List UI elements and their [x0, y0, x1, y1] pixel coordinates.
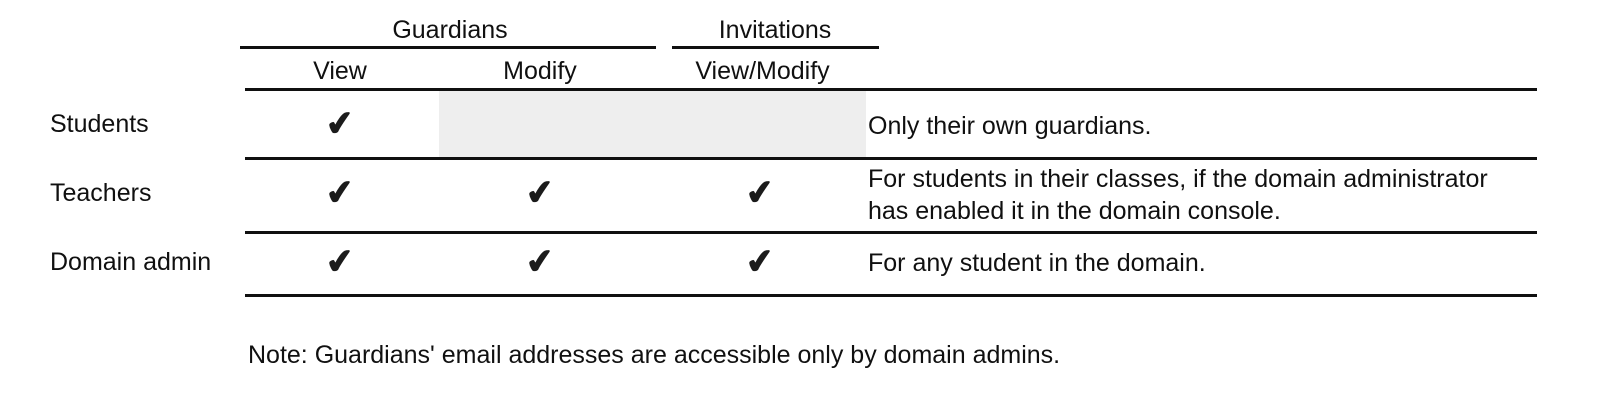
column-header-modify: Modify [503, 57, 577, 85]
row-description-teachers: For students in their classes, if the do… [868, 163, 1528, 227]
column-group-invitations: Invitations [718, 16, 832, 44]
group-rule-guardians [240, 46, 656, 49]
checkmark-icon-domain-admin-invitations-view-modify: ✔ [743, 241, 777, 283]
cell-students-guardians-modify-disabled [439, 91, 866, 157]
column-group-guardians: Guardians [392, 16, 508, 44]
row-label-students: Students [50, 110, 149, 138]
row-description-teachers-line-1: For students in their classes, if the do… [868, 165, 1488, 193]
column-header-view-modify: View/Modify [695, 57, 830, 85]
row-description-teachers-line-2: has enabled it in the domain console. [868, 197, 1281, 225]
row-description-students: Only their own guardians. [868, 112, 1152, 140]
checkmark-icon-domain-admin-guardians-modify: ✔ [523, 241, 557, 283]
table-rule-top [245, 88, 1537, 91]
group-rule-invitations [672, 46, 879, 49]
checkmark-icon-students-guardians-view: ✔ [323, 103, 357, 145]
row-description-domain-admin: For any student in the domain. [868, 249, 1206, 277]
checkmark-icon-domain-admin-guardians-view: ✔ [323, 241, 357, 283]
checkmark-icon-teachers-invitations-view-modify: ✔ [743, 172, 777, 214]
checkmark-icon-teachers-guardians-view: ✔ [323, 172, 357, 214]
column-header-view: View [313, 57, 367, 85]
row-label-teachers: Teachers [50, 179, 152, 207]
table-footnote: Note: Guardians' email addresses are acc… [248, 341, 1061, 369]
table-rule-after-students [245, 157, 1537, 160]
checkmark-icon-teachers-guardians-modify: ✔ [523, 172, 557, 214]
table-rule-bottom [245, 294, 1537, 297]
row-label-domain-admin: Domain admin [50, 248, 212, 276]
table-rule-after-teachers [245, 231, 1537, 234]
